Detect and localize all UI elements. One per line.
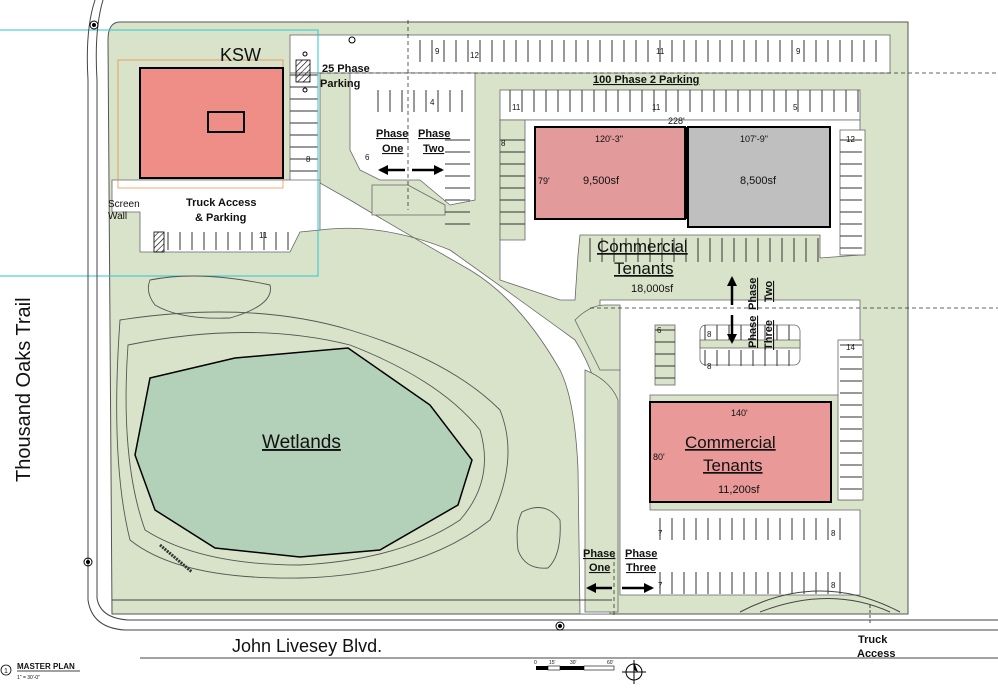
scale-note: 1" = 30'-0" — [17, 675, 40, 681]
phase-two-right-b: Two — [763, 281, 775, 302]
phase-two-top-a: Phase — [418, 128, 450, 140]
roads — [86, 0, 998, 659]
phase2-parking-label: 100 Phase 2 Parking — [593, 74, 699, 86]
stall-count: 7 — [658, 581, 663, 590]
stall-count: 11 — [512, 103, 521, 112]
phase-three-right-b: Three — [763, 320, 775, 350]
screen-wall-b: Wall — [108, 211, 127, 222]
stall-count: 6 — [657, 326, 662, 335]
master-plan-title: MASTER PLAN — [17, 662, 75, 671]
bldg-right-sf: 8,500sf — [740, 175, 777, 187]
stall-count: 7 — [658, 529, 663, 538]
commercial-bottom-sf: 11,200sf — [718, 484, 760, 496]
stall-count: 11 — [259, 231, 268, 240]
phase-arrows — [378, 165, 737, 593]
phase-one-bottom-b: One — [589, 562, 610, 574]
stall-count: 4 — [430, 98, 435, 107]
bldg-bottom-depth: 80' — [653, 452, 665, 462]
truck-access-parking-b: & Parking — [195, 212, 246, 224]
wetland-contours — [116, 275, 561, 579]
scale-tick: 60' — [607, 660, 614, 666]
phase25-label-1: 25 Phase — [322, 63, 370, 75]
truck-access-a: Truck — [858, 634, 888, 646]
commercial-top-right-building — [687, 126, 831, 228]
stall-count: 8 — [306, 155, 311, 164]
ksw-building-inner — [207, 111, 245, 133]
stall-count: 8 — [831, 581, 836, 590]
parking-stripes — [167, 40, 877, 594]
truck-access-b: Access — [857, 648, 896, 660]
stall-count: 6 — [365, 153, 370, 162]
commercial-bottom-building — [649, 401, 832, 503]
bldg-left-sf: 9,500sf — [583, 175, 620, 187]
phase-one-bottom-a: Phase — [583, 548, 615, 560]
scale-tick: 15' — [549, 660, 556, 666]
stall-count: 9 — [435, 47, 440, 56]
stall-count: 5 — [793, 103, 798, 112]
phase-two-top-b: Two — [423, 143, 444, 155]
bldg-right-width: 107'-9" — [740, 134, 768, 144]
stall-count-labels: 9 12 11 9 4 6 8 11 11 11 5 8 12 6 8 8 14… — [259, 47, 855, 590]
ksw-label: KSW — [220, 45, 261, 65]
phase-one-top-b: One — [382, 143, 403, 155]
north-arrow-icon — [622, 660, 646, 684]
commercial-top-a: Commercial — [597, 237, 688, 256]
stall-count: 11 — [652, 103, 661, 112]
commercial-top-sf: 18,000sf — [631, 283, 674, 295]
stall-count: 8 — [707, 330, 712, 339]
truck-access-parking-a: Truck Access — [186, 197, 257, 209]
wetland-culvert — [159, 543, 193, 574]
phase-three-bottom-a: Phase — [625, 548, 657, 560]
commercial-bottom-a: Commercial — [685, 433, 776, 452]
sheet-number: 1 — [4, 668, 8, 675]
landscape-islands — [371, 119, 801, 613]
bldg-left-depth: 79' — [538, 176, 550, 186]
phase-three-right-a: Phase — [747, 316, 759, 348]
phase-three-bottom-b: Three — [626, 562, 656, 574]
stall-count: 12 — [470, 51, 479, 60]
bldg-left-width: 120'-3" — [595, 134, 623, 144]
wetlands-label: Wetlands — [262, 432, 341, 453]
wetlands-pond — [134, 347, 473, 558]
phase-one-top-a: Phase — [376, 128, 408, 140]
stall-count: 8 — [501, 139, 506, 148]
phase-lines — [320, 20, 998, 615]
screen-wall-hatch — [153, 231, 165, 253]
phase-two-right-a: Phase — [747, 278, 759, 310]
thousand-oaks-trail-label: Thousand Oaks Trail — [13, 297, 35, 482]
screen-wall-a: Screen — [108, 199, 140, 210]
utility-symbols — [83, 20, 565, 631]
title-block: 1 MASTER PLAN 1" = 30'-0" 0 15' 30' 60' — [0, 660, 646, 684]
stall-count: 8 — [831, 529, 836, 538]
ksw-sign-hatch — [295, 59, 311, 83]
stall-count: 9 — [796, 47, 801, 56]
property-line-cyan — [0, 29, 319, 277]
stall-count: 14 — [846, 343, 855, 352]
stall-count: 12 — [846, 135, 855, 144]
john-livesey-label: John Livesey Blvd. — [232, 636, 382, 656]
commercial-top-b: Tenants — [614, 259, 674, 278]
phase25-label-2: Parking — [320, 78, 360, 90]
commercial-bottom-b: Tenants — [703, 456, 763, 475]
bldg-total-width: 228' — [668, 116, 685, 126]
stall-count: 11 — [656, 47, 665, 56]
scale-tick: 0 — [534, 660, 537, 666]
scale-bar: 0 15' 30' 60' — [534, 660, 615, 671]
bldg-bottom-width: 140' — [731, 408, 748, 418]
stall-count: 8 — [707, 362, 712, 371]
scale-tick: 30' — [570, 660, 577, 666]
ksw-building — [139, 67, 284, 179]
